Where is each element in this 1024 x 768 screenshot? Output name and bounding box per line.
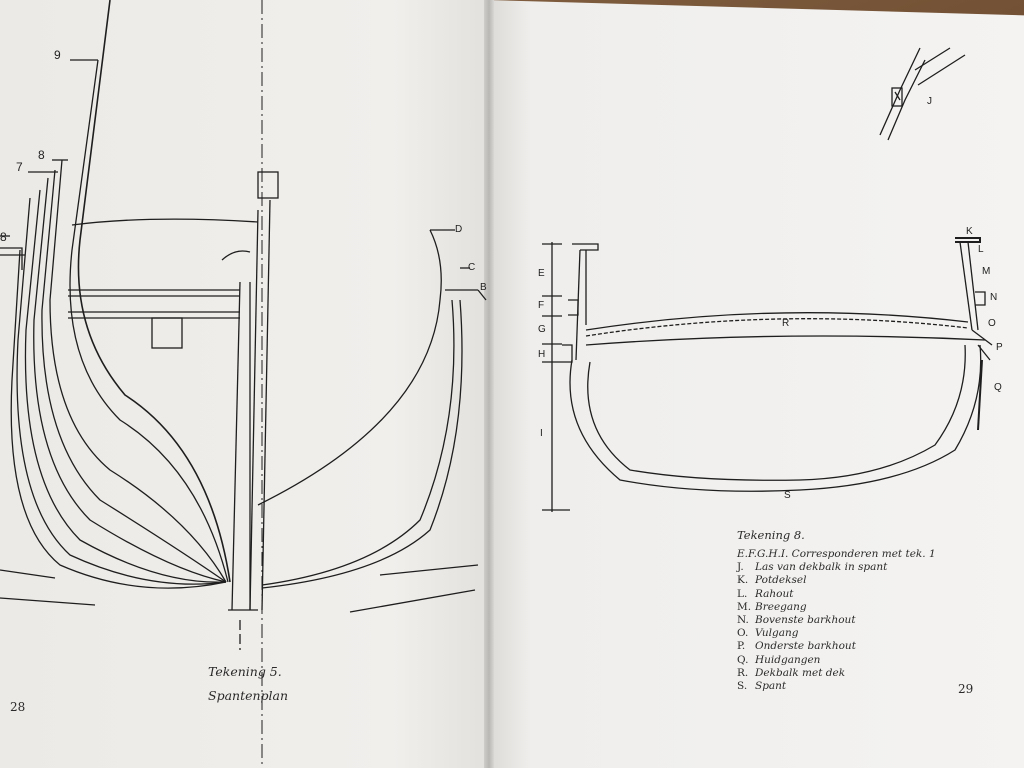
- legend-key: K.: [737, 574, 749, 587]
- left-caption-title: Tekening 5.: [208, 664, 282, 679]
- book-gutter: [484, 0, 494, 768]
- legend-key: N.: [737, 614, 749, 627]
- legend-key: Q.: [737, 653, 749, 666]
- frame-number-7: 7: [16, 160, 23, 174]
- part-label-p: P: [996, 342, 1003, 353]
- legend-item: R. Dekbalk met dek: [737, 667, 936, 680]
- legend-item: L. Rahout: [737, 588, 936, 601]
- legend-key: S.: [737, 680, 748, 693]
- frame-number-8-upper: 8: [38, 148, 45, 162]
- legend-item: O. Vulgang: [737, 627, 936, 640]
- legend-key: J.: [737, 561, 744, 574]
- dim-label-f: F: [538, 300, 545, 311]
- part-label-r: R: [782, 318, 790, 329]
- frame-number-8-lower: 8: [0, 230, 7, 244]
- legend-key: E.F.G.H.I.: [737, 548, 789, 560]
- legend: E.F.G.H.I. Corresponderen met tek. 1 J. L…: [737, 548, 936, 693]
- legend-item: E.F.G.H.I. Corresponderen met tek. 1: [737, 548, 936, 561]
- side-label-c: C: [468, 262, 476, 273]
- spantenplan-drawing: [0, 0, 487, 768]
- legend-item: M.Breegang: [737, 601, 936, 614]
- legend-text: Vulgang: [755, 627, 799, 640]
- dim-label-i: I: [540, 428, 543, 439]
- part-label-k: K: [966, 226, 973, 237]
- legend-text: Potdeksel: [755, 574, 807, 587]
- legend-item: S. Spant: [737, 680, 936, 693]
- legend-text: Breegang: [755, 600, 807, 613]
- right-caption-title: Tekening 8.: [737, 528, 805, 542]
- legend-text: Onderste barkhout: [755, 640, 856, 653]
- right-page-number: 29: [958, 682, 974, 696]
- legend-item: K. Potdeksel: [737, 574, 936, 587]
- part-label-s: S: [784, 490, 791, 501]
- legend-key: P.: [737, 640, 746, 653]
- dim-label-e: E: [538, 268, 545, 279]
- legend-text: Dekbalk met dek: [755, 666, 846, 679]
- part-label-o: O: [988, 318, 996, 329]
- left-caption-subtitle: Spantenplan: [208, 688, 289, 703]
- part-label-m: M: [982, 266, 991, 277]
- part-label-n: N: [990, 292, 998, 303]
- legend-item: Q. Huidgangen: [737, 654, 936, 667]
- legend-text: Huidgangen: [755, 653, 821, 666]
- side-label-b: B: [480, 282, 487, 293]
- legend-text: Las van dekbalk in spant: [755, 561, 888, 574]
- legend-key: R.: [737, 666, 749, 679]
- legend-item: J. Las van dekbalk in spant: [737, 561, 936, 574]
- legend-item: P. Onderste barkhout: [737, 640, 936, 653]
- dim-label-g: G: [538, 324, 546, 335]
- part-label-q: Q: [994, 382, 1002, 393]
- legend-text: Corresponderen met tek. 1: [791, 548, 936, 560]
- legend-text: Rahout: [755, 587, 794, 600]
- legend-key: M.: [737, 600, 752, 613]
- left-page-number: 28: [10, 700, 26, 714]
- dim-label-h: H: [538, 349, 546, 360]
- legend-key: O.: [737, 627, 749, 640]
- frame-number-9: 9: [54, 48, 61, 62]
- detail-label-j: J: [927, 96, 932, 107]
- legend-text: Spant: [755, 680, 787, 693]
- side-label-d: D: [455, 224, 463, 235]
- legend-item: N. Bovenste barkhout: [737, 614, 936, 627]
- right-page: [488, 0, 1024, 768]
- part-label-l: L: [978, 244, 984, 255]
- legend-text: Bovenste barkhout: [755, 614, 856, 627]
- legend-key: L.: [737, 587, 748, 600]
